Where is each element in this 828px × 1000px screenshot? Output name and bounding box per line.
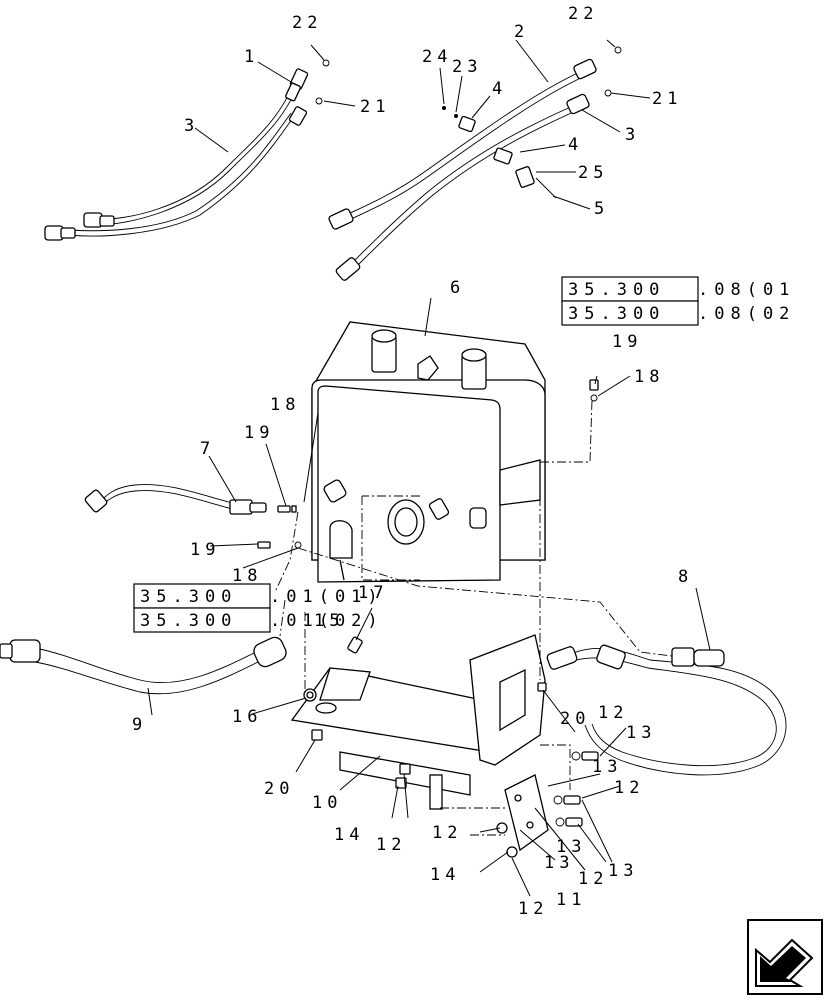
- hardware: [209, 375, 631, 897]
- arrow-back-icon[interactable]: [747, 919, 823, 995]
- label-4-a: 4: [492, 79, 507, 99]
- reference-3-suffix: .01(01): [270, 587, 384, 607]
- label-20-a: 20: [560, 709, 590, 729]
- label-22-b: 22: [568, 4, 598, 24]
- fitting-top: [285, 68, 309, 102]
- hose-8: [546, 587, 787, 776]
- label-12-d: 12: [432, 823, 462, 843]
- label-14-a: 14: [334, 825, 364, 845]
- label-12-e: 12: [578, 869, 608, 889]
- hose-7: [84, 455, 267, 515]
- label-18-b: 18: [270, 395, 300, 415]
- label-3-a: 3: [184, 116, 199, 136]
- reference-4-box: 35.300: [140, 611, 237, 631]
- hose-assembly-left: [44, 44, 356, 241]
- label-19-c: 19: [190, 540, 220, 560]
- label-21-b: 21: [652, 89, 682, 109]
- label-1: 1: [244, 47, 259, 67]
- label-13-b: 13: [592, 757, 622, 777]
- label-4-b: 4: [568, 135, 583, 155]
- label-10: 10: [312, 793, 342, 813]
- label-13-e: 13: [556, 837, 586, 857]
- dashed-leaders: [274, 399, 673, 836]
- reference-2[interactable]: 35.300 .08(02: [561, 300, 795, 326]
- label-13-d: 13: [608, 861, 638, 881]
- reference-4[interactable]: 35.300 .01(02): [133, 607, 384, 633]
- reference-3[interactable]: 35.300 .01(01): [133, 583, 384, 609]
- label-22-a: 22: [292, 13, 322, 33]
- hose-assembly-right: [328, 39, 651, 281]
- label-25: 25: [578, 163, 608, 183]
- reference-4-suffix: .01(02): [270, 611, 384, 631]
- label-8: 8: [678, 567, 693, 587]
- label-12-b: 12: [614, 778, 644, 798]
- label-18-a: 18: [634, 367, 664, 387]
- label-21-a: 21: [360, 97, 390, 117]
- label-5: 5: [594, 199, 609, 219]
- label-19-a: 19: [612, 332, 642, 352]
- label-7: 7: [200, 439, 215, 459]
- label-12-c: 12: [376, 835, 406, 855]
- label-20-b: 20: [264, 779, 294, 799]
- mounting-frame: [290, 634, 549, 852]
- label-6: 6: [450, 278, 465, 298]
- label-2: 2: [514, 22, 529, 42]
- label-19-b: 19: [244, 423, 274, 443]
- label-11: 11: [556, 890, 586, 910]
- label-24: 24: [422, 47, 452, 67]
- label-13-c: 13: [544, 853, 574, 873]
- hose-9: [0, 636, 287, 716]
- label-15: 15: [314, 611, 344, 631]
- reference-2-suffix: .08(02: [698, 304, 795, 324]
- part-labels: 22 1 3 22 2 24 23 4 21 21 3 4 25 5 6 19 …: [132, 4, 693, 919]
- label-17: 17: [358, 583, 388, 603]
- label-14-b: 14: [430, 865, 460, 885]
- reference-2-box: 35.300: [568, 304, 665, 324]
- label-23: 23: [452, 57, 482, 77]
- hydraulic-tank: [311, 297, 546, 583]
- fitting-mid: [288, 106, 308, 126]
- label-18-c: 18: [232, 566, 262, 586]
- reference-1[interactable]: 35.300 .08(01: [561, 276, 795, 302]
- reference-3-box: 35.300: [140, 587, 237, 607]
- label-16: 16: [232, 707, 262, 727]
- label-12-f: 12: [518, 899, 548, 919]
- label-3-b: 3: [625, 125, 640, 145]
- label-13-a: 13: [626, 723, 656, 743]
- label-9: 9: [132, 715, 147, 735]
- label-12-a: 12: [598, 703, 628, 723]
- reference-1-box: 35.300: [568, 280, 665, 300]
- reference-1-suffix: .08(01: [698, 280, 795, 300]
